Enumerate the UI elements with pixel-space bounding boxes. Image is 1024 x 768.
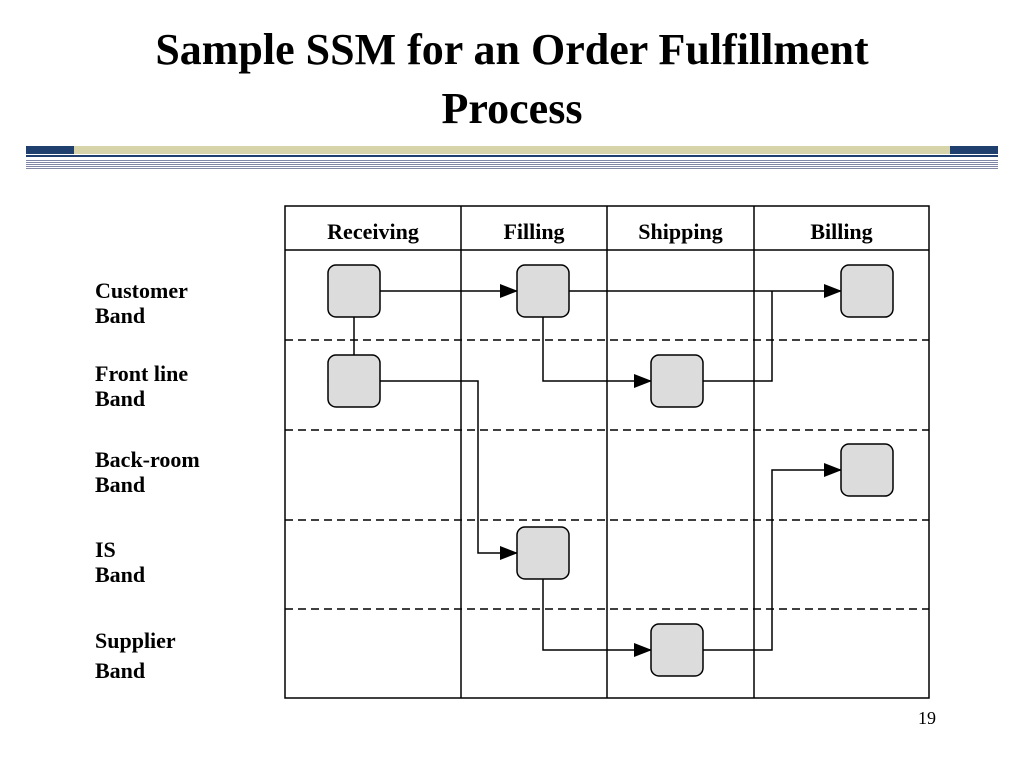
band-label-line-1: Supplier bbox=[95, 628, 176, 653]
step-customer-filling bbox=[516, 264, 570, 318]
band-label-line-2: Band bbox=[95, 658, 146, 683]
band-label-front-line: Front line Band bbox=[95, 361, 188, 411]
slide-title-line-1: Sample SSM for an Order Fulfillment bbox=[155, 25, 869, 74]
flow-arrows bbox=[327, 284, 842, 657]
band-label-is: IS Band bbox=[95, 537, 145, 587]
page-number: 19 bbox=[918, 708, 936, 728]
flow-arrow-frontline-shipping-to-customer-billing bbox=[703, 291, 773, 382]
band-label-line-1: Front line bbox=[95, 361, 189, 386]
divider-cap-left bbox=[26, 146, 74, 154]
step-is-filling bbox=[516, 526, 570, 580]
slide-title-line-2: Process bbox=[441, 84, 583, 133]
column-header-billing: Billing bbox=[810, 219, 872, 244]
step-frontline-shipping bbox=[650, 354, 704, 408]
title-divider bbox=[26, 146, 998, 154]
column-headers: Receiving Filling Shipping Billing bbox=[327, 219, 873, 244]
flow-arrow-customer-filling-to-frontline-shipping bbox=[542, 317, 652, 388]
column-header-shipping: Shipping bbox=[638, 219, 722, 244]
divider-stripes bbox=[26, 160, 998, 170]
flow-arrow-is-filling-to-supplier-shipping bbox=[542, 579, 652, 657]
divider-line bbox=[26, 155, 998, 157]
flow-arrow-supplier-shipping-to-backroom-billing bbox=[703, 463, 842, 651]
band-label-back-room: Back-room Band bbox=[95, 447, 200, 497]
band-label-supplier: Supplier Band bbox=[95, 626, 176, 686]
band-label-line-2: Band bbox=[95, 386, 146, 411]
band-label-line-2: Band bbox=[95, 303, 146, 328]
band-label-customer: Customer Band bbox=[95, 278, 188, 328]
column-header-filling: Filling bbox=[503, 219, 564, 244]
step-customer-receiving bbox=[327, 264, 381, 318]
band-label-line-1: Back-room bbox=[95, 447, 200, 472]
diagram-grid bbox=[284, 205, 930, 699]
process-steps bbox=[327, 264, 894, 677]
flow-arrow-frontline-receiving-to-is-filling bbox=[380, 380, 518, 560]
step-frontline-receiving bbox=[327, 354, 381, 408]
divider-cap-right bbox=[950, 146, 998, 154]
band-label-line-1: Customer bbox=[95, 278, 188, 303]
column-header-receiving: Receiving bbox=[327, 219, 419, 244]
step-supplier-shipping bbox=[650, 623, 704, 677]
band-label-line-2: Band bbox=[95, 562, 146, 587]
step-customer-billing bbox=[840, 264, 894, 318]
step-backroom-billing bbox=[840, 443, 894, 497]
band-label-line-1: IS bbox=[95, 537, 116, 562]
band-label-line-2: Band bbox=[95, 472, 146, 497]
